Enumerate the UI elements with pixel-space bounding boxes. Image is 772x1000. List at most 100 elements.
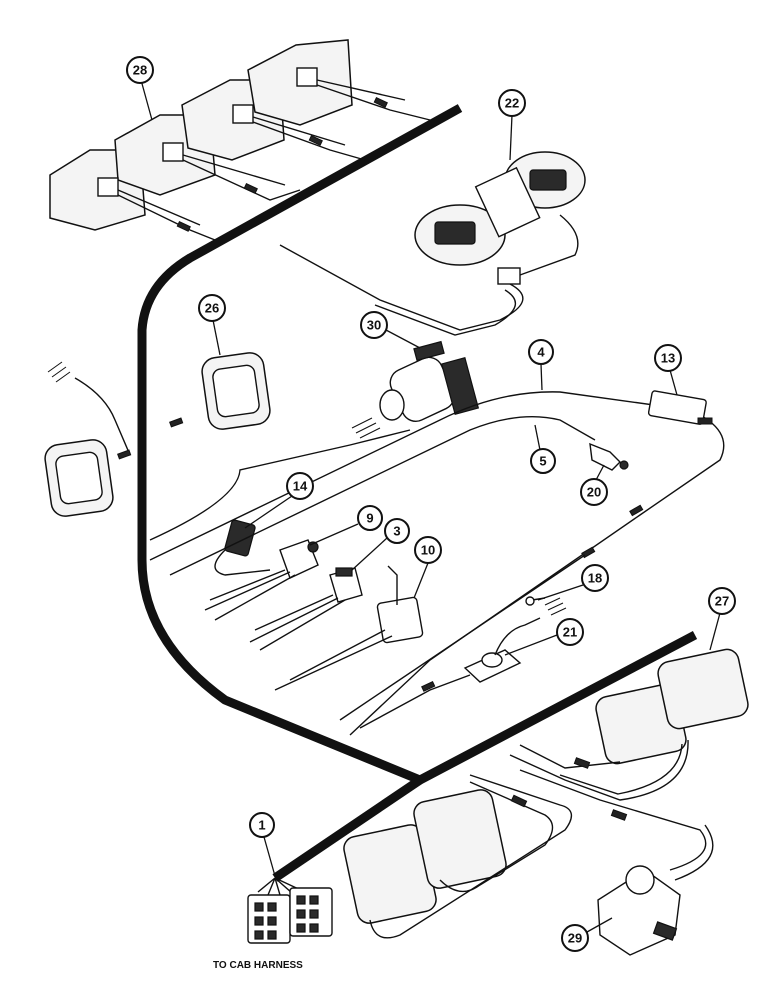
wire-4 bbox=[149, 391, 725, 736]
harness-branch-to-connector bbox=[272, 776, 423, 882]
callout-3-circle bbox=[384, 518, 410, 544]
sensor-21-wire bbox=[494, 617, 541, 656]
callout-13: 13 bbox=[661, 351, 675, 366]
lamp-bracket-1 bbox=[97, 177, 119, 197]
rear-lamp-27-wire-c bbox=[559, 743, 683, 795]
rear-lamps-left-group bbox=[343, 774, 573, 939]
switch-14-wire bbox=[214, 549, 271, 576]
callout-18: 18 bbox=[588, 571, 602, 586]
leader-21 bbox=[504, 634, 558, 656]
leader-30 bbox=[385, 329, 421, 349]
main-harness-trunk bbox=[137, 104, 698, 785]
lamp-wire-1b bbox=[117, 189, 201, 226]
lamp-connector-1 bbox=[176, 220, 191, 232]
switch-9-wires bbox=[204, 569, 296, 621]
blower-vent-left bbox=[434, 221, 476, 245]
battery-switch-29-wire-b bbox=[674, 824, 714, 881]
switch-10-wires bbox=[274, 629, 393, 691]
rear-lamp-27-connector bbox=[573, 757, 591, 769]
callout-28: 28 bbox=[133, 63, 147, 78]
wire-connector-mid bbox=[581, 546, 596, 559]
toggle-switch-10-lever bbox=[387, 565, 398, 605]
callout-14-circle bbox=[286, 472, 314, 500]
leader-14 bbox=[244, 495, 293, 529]
lamp-wire-4b bbox=[316, 79, 406, 101]
leader-4 bbox=[540, 363, 543, 391]
starter-wire bbox=[149, 429, 411, 541]
lamp-connector-3 bbox=[308, 134, 323, 146]
rocker-switch-14 bbox=[224, 519, 256, 557]
leader-22 bbox=[509, 114, 513, 161]
leader-1 bbox=[263, 836, 276, 877]
leader-10 bbox=[413, 562, 429, 599]
lamp-wire-2b bbox=[182, 154, 286, 186]
blower-wire-to-trunk-b bbox=[374, 289, 517, 336]
rear-lamp-left-wire-b bbox=[439, 781, 554, 893]
callout-5-circle bbox=[530, 448, 556, 474]
cab-connector-pins-right bbox=[296, 895, 319, 933]
side-lamp-connector-upper bbox=[169, 417, 184, 428]
pressure-sensor-13 bbox=[647, 390, 707, 425]
lamp-wire-4 bbox=[316, 84, 431, 121]
blower-wire bbox=[519, 214, 579, 276]
rear-lamp-left-connector bbox=[510, 794, 528, 808]
callout-26: 26 bbox=[205, 301, 219, 316]
side-lamp-ground-wire bbox=[74, 377, 131, 456]
callout-26-circle bbox=[198, 294, 226, 322]
leader-3 bbox=[351, 537, 388, 571]
leader-20 bbox=[595, 464, 605, 481]
callout-4: 4 bbox=[537, 345, 545, 360]
side-lamp-connector-lower bbox=[117, 449, 132, 460]
leader-9 bbox=[309, 523, 359, 546]
roof-work-lamps-group bbox=[49, 39, 431, 241]
switch-3-wires bbox=[249, 594, 346, 651]
callout-30-circle bbox=[360, 311, 388, 339]
callout-29: 29 bbox=[568, 931, 582, 946]
sensor-13-connector bbox=[697, 417, 713, 425]
callout-21: 21 bbox=[563, 625, 577, 640]
starter-terminal bbox=[413, 340, 445, 362]
battery-switch-29-wire bbox=[519, 769, 707, 871]
ground-screw-18-head bbox=[525, 596, 535, 606]
callout-18-circle bbox=[581, 564, 609, 592]
blower-motor-group bbox=[279, 151, 586, 336]
sensor-21-connector bbox=[421, 680, 436, 692]
rear-lamps-right-group bbox=[509, 648, 749, 801]
battery-switch-29-disc bbox=[625, 865, 655, 895]
callout-9-circle bbox=[357, 505, 383, 531]
cab-connector-pins-left bbox=[254, 902, 277, 940]
starter-ground-symbol bbox=[351, 417, 381, 439]
starter-end-cap bbox=[379, 389, 405, 421]
callout-13-circle bbox=[654, 344, 682, 372]
starter-mount-bracket bbox=[440, 357, 480, 415]
callout-29-circle bbox=[561, 924, 589, 952]
rear-lamp-left-b bbox=[413, 789, 507, 889]
switches-group bbox=[204, 519, 424, 691]
lamp-wire-2 bbox=[182, 159, 301, 201]
blower-vent-right bbox=[529, 169, 567, 191]
wire-to-connector-mid bbox=[339, 554, 586, 721]
battery-switch-29-connector bbox=[610, 809, 628, 821]
side-lamp-upper-lens bbox=[212, 364, 260, 418]
battery-switch-group bbox=[519, 769, 714, 956]
rear-lamp-27-b bbox=[657, 648, 749, 730]
leader-27 bbox=[709, 612, 721, 651]
battery-switch-29-lever bbox=[652, 921, 678, 941]
lamp-wire-1 bbox=[117, 194, 216, 241]
blower-motor-body bbox=[474, 166, 541, 238]
rotary-switch-3-top bbox=[335, 567, 353, 577]
cab-connector-wires bbox=[257, 877, 306, 896]
lamp-connector-4 bbox=[373, 96, 388, 108]
toggle-switch-10-body bbox=[376, 596, 424, 644]
lamp-wire-3b bbox=[252, 116, 346, 146]
wire-5 bbox=[169, 416, 596, 576]
side-lamp-ground-symbol bbox=[47, 361, 71, 383]
blower-wire-to-trunk bbox=[279, 244, 524, 331]
callout-5: 5 bbox=[539, 454, 546, 469]
blower-connector bbox=[497, 267, 521, 285]
callout-27: 27 bbox=[715, 594, 729, 609]
leader-13 bbox=[669, 369, 678, 396]
temp-switch-20-body bbox=[589, 442, 621, 471]
sensor-21-to-trunk bbox=[359, 674, 471, 729]
callout-28-circle bbox=[126, 56, 154, 84]
